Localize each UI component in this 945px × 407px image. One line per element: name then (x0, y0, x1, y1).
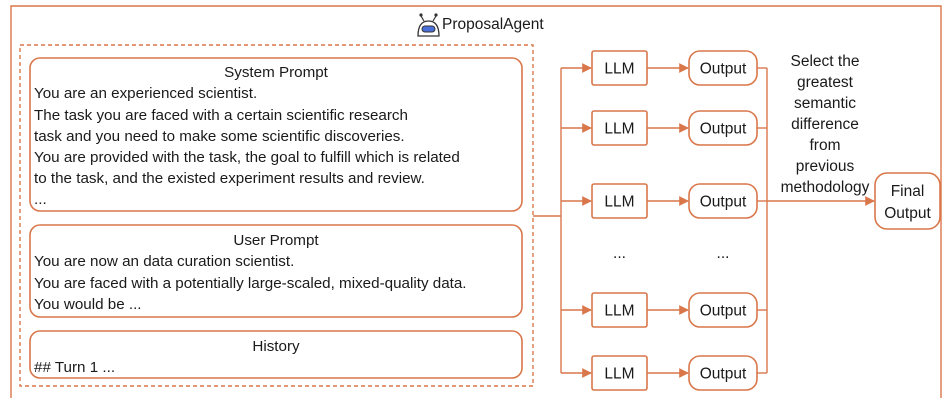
history-title: History (252, 338, 300, 355)
output-label: Output (700, 61, 747, 78)
llm-label: LLM (604, 303, 634, 320)
selection-note-line: previous (796, 158, 855, 175)
selection-note-line: Select the (791, 53, 860, 70)
llm-label: LLM (604, 121, 634, 138)
row-5: LLM Output (561, 355, 767, 391)
llm-label: LLM (604, 366, 634, 383)
user-prompt-line: You are faced with a potentially large-s… (34, 275, 467, 292)
selection-note-line: from (810, 137, 841, 154)
output-label: Output (700, 194, 747, 211)
output-label: Output (700, 121, 747, 138)
outer-frame (10, 5, 942, 398)
llm-ellipsis: ... (613, 245, 626, 262)
row-2: LLM Output (561, 110, 767, 146)
output-label: Output (700, 366, 747, 383)
diagram-title: ProposalAgent (442, 16, 544, 33)
system-prompt-line: You are provided with the task, the goal… (34, 149, 460, 166)
row-4: LLM Output (561, 292, 767, 328)
user-prompt-box (29, 224, 523, 318)
selection-note-line: semantic (794, 95, 856, 112)
output-ellipsis: ... (717, 245, 730, 262)
row-1: LLM Output (561, 50, 767, 86)
selection-note-line: methodology (781, 179, 870, 196)
final-output-line: Final (891, 183, 925, 200)
system-prompt-line: The task you are faced with a certain sc… (34, 107, 408, 124)
selection-note-line: greatest (797, 74, 854, 91)
llm-label: LLM (604, 61, 634, 78)
final-output-box (874, 172, 941, 230)
final-output-line: Output (884, 205, 931, 222)
system-prompt-line: to the task, and the existed experiment … (34, 170, 425, 187)
user-prompt-title: User Prompt (233, 232, 319, 249)
system-prompt-title: System Prompt (224, 64, 329, 81)
selection-note-line: difference (791, 116, 859, 133)
output-label: Output (700, 303, 747, 320)
robot-icon (417, 13, 440, 37)
system-prompt-box (29, 57, 523, 212)
system-prompt-line: ... (34, 191, 47, 208)
system-prompt-line: You are an experienced scientist. (34, 85, 257, 102)
user-prompt-line: You would be ... (34, 296, 142, 313)
row-3: LLM Output (561, 183, 767, 219)
history-box (29, 330, 523, 379)
user-prompt-line: You are now an data curation scientist. (34, 253, 294, 270)
history-line: ## Turn 1 ... (34, 359, 115, 376)
llm-label: LLM (604, 194, 634, 211)
system-prompt-line: task and you need to make some scientifi… (34, 128, 405, 145)
